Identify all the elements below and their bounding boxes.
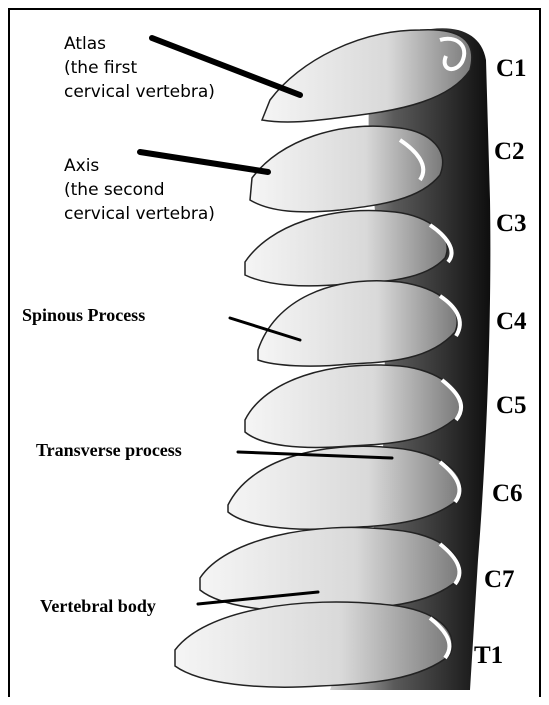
vertebra-label-c7: C7	[484, 566, 515, 594]
axis-label-line-2: (the second	[64, 178, 215, 202]
atlas-label-line-1: Atlas	[64, 32, 215, 56]
vertebra-label-c4: C4	[496, 308, 527, 336]
transverse-process-label: Transverse process	[36, 440, 182, 461]
vertebra-label-c2: C2	[494, 138, 525, 166]
axis-label-line-1: Axis	[64, 154, 215, 178]
vertebra-label-c3: C3	[496, 210, 527, 238]
spinous-process-label: Spinous Process	[22, 305, 145, 326]
vertebra-t1	[175, 602, 452, 687]
axis-label: Axis (the second cervical vertebra)	[64, 154, 215, 226]
vertebra-label-c5: C5	[496, 392, 527, 420]
vertebral-body-label: Vertebral body	[40, 596, 156, 617]
atlas-label-line-3: cervical vertebra)	[64, 80, 215, 104]
axis-label-line-3: cervical vertebra)	[64, 202, 215, 226]
vertebra-label-c1: C1	[496, 55, 527, 83]
atlas-label: Atlas (the first cervical vertebra)	[64, 32, 215, 104]
vertebra-label-c6: C6	[492, 480, 523, 508]
vertebra-c6	[228, 446, 462, 529]
atlas-label-line-2: (the first	[64, 56, 215, 80]
vertebra-label-t1: T1	[474, 642, 503, 670]
